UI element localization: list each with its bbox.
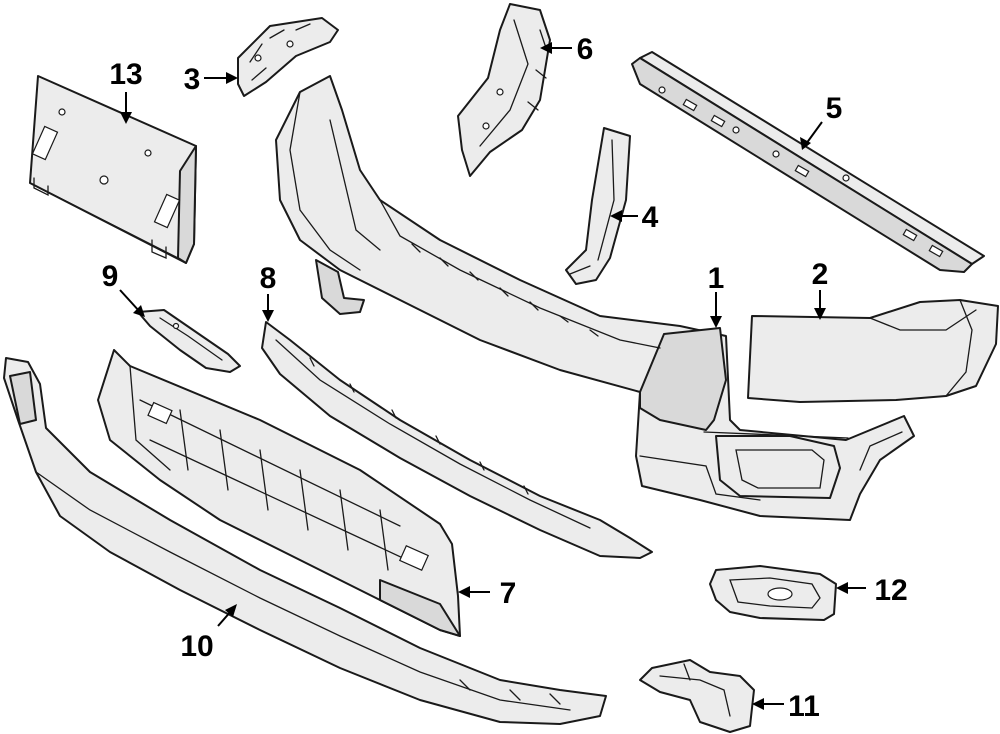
- small-bracket-part: [137, 309, 241, 373]
- arrowhead-8: [262, 310, 274, 322]
- bumper-cover-part: [275, 75, 915, 521]
- arrowhead-12: [836, 582, 848, 594]
- arrowhead-11: [752, 698, 764, 710]
- end-bracket-part: [639, 659, 755, 733]
- fog-lamp-bezel-part: [709, 565, 837, 621]
- callout-1: 1: [708, 262, 725, 295]
- skid-plate-part: [3, 357, 607, 725]
- license-plate-bracket-part: [29, 75, 197, 264]
- side-bracket-part: [457, 3, 551, 177]
- arrowhead-10: [225, 604, 237, 617]
- arrowhead-3: [226, 72, 238, 84]
- callout-4: 4: [642, 201, 659, 234]
- callout-7: 7: [500, 577, 517, 610]
- callout-2: 2: [812, 258, 829, 291]
- callout-13: 13: [109, 58, 142, 91]
- callout-11: 11: [788, 690, 820, 723]
- callout-labels: 1 2 3 4 5 6 7 8 9 10 11 12 13: [102, 33, 908, 723]
- arrowhead-4: [610, 210, 622, 222]
- upper-bracket-part: [237, 17, 339, 97]
- vertical-bracket-part: [565, 127, 631, 285]
- leader-line-5: [805, 121, 823, 145]
- lower-valance-part: [261, 321, 653, 559]
- arrowhead-9: [133, 305, 145, 317]
- arrowhead-5: [800, 137, 811, 150]
- bumper-end-cap-part: [747, 299, 999, 403]
- leader-line-9: [119, 289, 141, 313]
- callout-12: 12: [874, 574, 907, 607]
- arrowhead-1: [710, 316, 722, 328]
- callout-3: 3: [184, 63, 201, 96]
- callout-8: 8: [260, 262, 277, 295]
- arrowhead-6: [540, 42, 552, 54]
- callout-10: 10: [180, 630, 213, 663]
- callout-9: 9: [102, 260, 119, 293]
- arrowhead-7: [458, 586, 470, 598]
- lower-grille-part: [97, 349, 461, 637]
- reinforcement-bar-part: [631, 51, 985, 273]
- arrowhead-13: [120, 112, 132, 124]
- leader-lines: [119, 42, 866, 710]
- callout-5: 5: [826, 92, 843, 125]
- arrowhead-2: [814, 308, 826, 320]
- callout-6: 6: [577, 33, 594, 66]
